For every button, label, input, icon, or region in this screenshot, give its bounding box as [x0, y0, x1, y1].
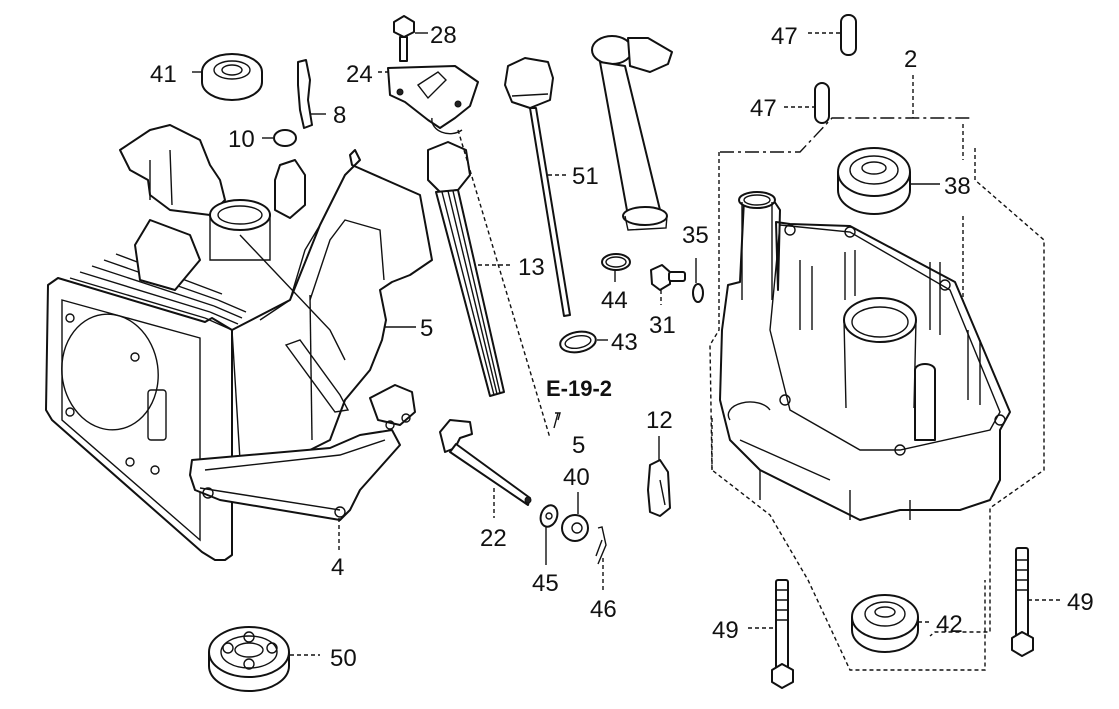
callout-13: 13: [518, 254, 545, 281]
governor-holder-40[interactable]: [561, 514, 589, 542]
callout-31: 31: [649, 312, 676, 339]
cylinder-block[interactable]: [45, 124, 433, 561]
callout-4: 4: [331, 554, 344, 581]
callout-22: 22: [480, 525, 507, 552]
breather-tube-13[interactable]: [427, 141, 505, 397]
washer-35[interactable]: [692, 283, 704, 303]
callout-5b: 5: [572, 432, 585, 459]
reference-e-19-2[interactable]: E-19-2: [546, 376, 612, 401]
ball-bearing-38[interactable]: [837, 147, 911, 215]
callout-41: 41: [150, 61, 177, 88]
callout-5: 5: [420, 315, 433, 342]
callout-44: 44: [601, 287, 628, 314]
pin-46[interactable]: [595, 526, 607, 565]
dipstick-51[interactable]: [504, 57, 571, 317]
callout-35: 35: [682, 222, 709, 249]
gasket-8[interactable]: [297, 59, 313, 129]
washer-45[interactable]: [538, 503, 561, 529]
callout-40: 40: [563, 464, 590, 491]
drain-bolt-31[interactable]: [650, 264, 686, 291]
callout-45: 45: [532, 570, 559, 597]
callout-46: 46: [590, 596, 617, 623]
breather-cover-24[interactable]: [387, 65, 479, 135]
callout-42: 42: [936, 611, 963, 638]
o-ring-43[interactable]: [559, 329, 598, 355]
flange-bolt-49b[interactable]: [1011, 547, 1034, 657]
callout-10: 10: [228, 126, 255, 153]
dowel-pin-47b[interactable]: [814, 82, 830, 124]
oil-seal-42[interactable]: [851, 594, 919, 653]
callout-28: 28: [430, 22, 457, 49]
callout-8: 8: [333, 102, 346, 129]
callout-50: 50: [330, 645, 357, 672]
callout-2: 2: [904, 46, 917, 73]
flange-bolt-49a[interactable]: [771, 579, 794, 689]
ball-bearing-50[interactable]: [208, 626, 290, 692]
governor-arm-shaft-22[interactable]: [439, 419, 532, 506]
bolt-28[interactable]: [393, 15, 415, 62]
callout-51: 51: [572, 163, 599, 190]
oil-seal-41[interactable]: [201, 53, 263, 101]
oil-filler-tube[interactable]: [591, 35, 673, 231]
dowel-pin-47a[interactable]: [840, 14, 857, 56]
clip-12[interactable]: [647, 459, 671, 517]
callout-47a: 47: [771, 23, 798, 50]
callout-47b: 47: [750, 95, 777, 122]
callout-38: 38: [944, 173, 971, 200]
callout-49a: 49: [712, 617, 739, 644]
callout-24: 24: [346, 61, 373, 88]
plug-10[interactable]: [273, 129, 297, 147]
callout-12: 12: [646, 407, 673, 434]
callout-49b: 49: [1067, 589, 1094, 616]
callout-43: 43: [611, 329, 638, 356]
crankcase-cover[interactable]: [719, 191, 1011, 521]
